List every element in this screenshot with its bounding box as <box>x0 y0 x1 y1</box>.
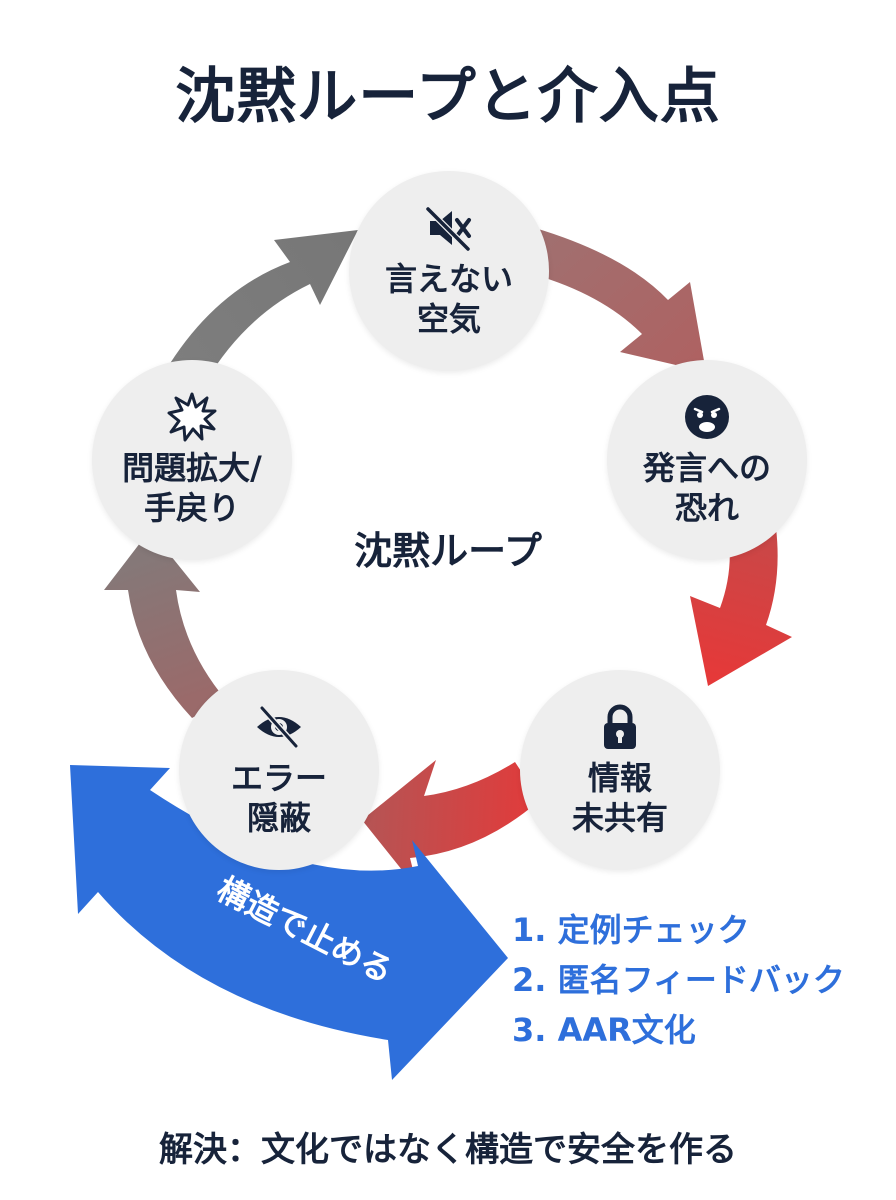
node-problem-expansion: 問題拡大/ 手戻り <box>92 360 292 560</box>
loop-center-label: 沈黙ループ <box>354 529 542 573</box>
intervention-steps: 1. 定例チェック 2. 匿名フィードバック 3. AAR文化 <box>512 905 845 1055</box>
node-label: 言えない 空気 <box>384 260 513 338</box>
loop-arrow-hide <box>362 760 540 890</box>
intervention-arrow <box>70 765 508 1080</box>
page-title: 沈黙ループと介入点 <box>175 62 721 132</box>
node-fear-of-speaking: 発言への 恐れ <box>607 360 807 560</box>
fearful-face-icon <box>685 395 729 439</box>
node-silence-atmosphere: 言えない 空気 <box>349 171 549 371</box>
explosion-icon <box>167 392 217 442</box>
node-label: 問題拡大/ 手戻り <box>122 449 262 527</box>
node-error-concealment: エラー 隠蔽 <box>179 670 379 870</box>
eye-slash-icon <box>257 705 301 749</box>
muted-speaker-icon <box>425 206 471 252</box>
solution-footer: 解決：文化ではなく構造で安全を作る <box>159 1130 737 1170</box>
loop-arrow-fear <box>525 228 706 372</box>
node-label: 発言への 恐れ <box>642 449 771 527</box>
node-info-not-shared: 情報 未共有 <box>520 670 720 870</box>
list-item: 2. 匿名フィードバック <box>512 961 845 999</box>
list-item: 3. AAR文化 <box>512 1011 696 1049</box>
loop-arrow-share <box>690 528 792 686</box>
lock-icon <box>604 704 636 749</box>
loop-arrow-expand <box>104 530 226 718</box>
node-label: 情報 未共有 <box>571 759 668 837</box>
node-label: エラー 隠蔽 <box>230 759 327 837</box>
list-item: 1. 定例チェック <box>512 911 750 949</box>
loop-arrow-silence <box>160 230 358 392</box>
